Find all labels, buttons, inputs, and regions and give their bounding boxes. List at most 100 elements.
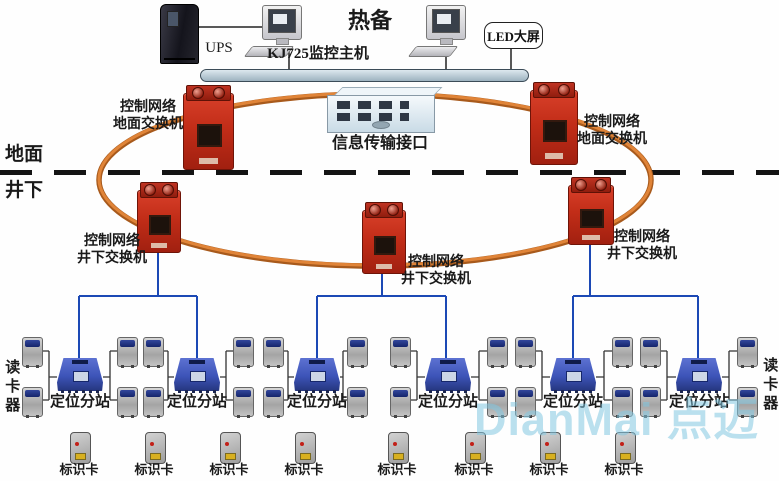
feed-middle-group	[316, 272, 447, 360]
card-reader	[263, 387, 284, 418]
ups-label: UPS	[205, 40, 233, 56]
id-card-label: 标识卡	[529, 462, 569, 477]
substation-feet	[553, 390, 593, 393]
id-card-label: 标识卡	[134, 462, 174, 477]
switch-nameplate	[582, 235, 600, 240]
card-reader	[117, 387, 138, 418]
interface-ports-row	[337, 101, 409, 109]
substation-slot	[308, 359, 326, 364]
card-reader	[612, 387, 633, 418]
id-card	[220, 432, 241, 464]
feed-left-group	[78, 250, 198, 360]
interface-vent	[372, 121, 390, 129]
interface-ports-row	[337, 113, 409, 121]
card-reader	[263, 337, 284, 368]
card-reader	[347, 337, 368, 368]
positioning-substation-1	[57, 358, 103, 393]
positioning-substation-4	[425, 358, 471, 393]
substation-feet	[60, 390, 100, 393]
cable-glands	[570, 177, 612, 193]
id-card-label: 标识卡	[604, 462, 644, 477]
monitor	[426, 5, 466, 40]
label-line2: 地面交换机	[577, 132, 647, 148]
switch-nameplate	[375, 263, 393, 269]
card-reader	[143, 337, 164, 368]
surface-switch-left	[183, 85, 234, 170]
id-card-label: 标识卡	[59, 462, 99, 477]
switch-display	[373, 235, 397, 256]
id-card	[295, 432, 316, 464]
label-line2: 井下交换机	[77, 251, 147, 267]
underground-switch-middle	[362, 202, 406, 274]
substation-label: 定位分站	[668, 394, 729, 410]
reader-bracket	[41, 350, 57, 401]
monitor	[262, 5, 302, 40]
info-interface-label: 信息传输接口	[331, 135, 428, 152]
card-reader	[487, 337, 508, 368]
card-reader	[640, 387, 661, 418]
underground-switch-right	[568, 177, 614, 245]
substation-slot	[439, 359, 457, 364]
substation-feet	[177, 390, 217, 393]
card-reader	[515, 337, 536, 368]
host-label: KJ725监控主机	[267, 46, 369, 62]
monitor-stand	[440, 38, 453, 45]
underground-network-cables	[78, 242, 699, 360]
card-reader	[487, 387, 508, 418]
cable-glands	[139, 182, 179, 198]
card-reader	[233, 387, 254, 418]
monitor-stand	[276, 38, 289, 45]
substation-screen	[73, 370, 89, 383]
substation-slot	[564, 359, 582, 364]
switch-display	[542, 120, 568, 143]
monitor-screen	[432, 9, 460, 33]
id-card-label: 标识卡	[377, 462, 417, 477]
reader-bracket	[471, 350, 487, 401]
led-screen-label: LED大屏	[487, 29, 540, 44]
card-reader	[612, 337, 633, 368]
id-card	[465, 432, 486, 464]
id-card	[70, 432, 91, 464]
reader-bracket	[722, 350, 737, 401]
switch-display	[580, 209, 604, 228]
substation-slot	[71, 359, 89, 364]
monitor-screen	[268, 9, 296, 33]
substation-feet	[297, 390, 337, 393]
card-reader	[347, 387, 368, 418]
monitoring-host-computer	[243, 5, 306, 61]
substation-label: 定位分站	[49, 394, 110, 410]
cable-glands	[185, 85, 232, 101]
id-card	[615, 432, 636, 464]
reader-bracket	[659, 350, 676, 401]
reader-bracket	[103, 350, 117, 401]
label-line1: 控制网络	[584, 115, 640, 130]
card-reader	[640, 337, 661, 368]
cable-glands	[364, 202, 404, 218]
label-line2: 地面交换机	[113, 117, 183, 133]
card-reader	[117, 337, 138, 368]
info-transmission-interface	[327, 87, 443, 133]
substation-feet	[679, 390, 719, 393]
reader-bracket	[340, 350, 347, 401]
ups-tower	[160, 4, 199, 64]
card-reader	[515, 387, 536, 418]
surface-zone-label: 地面	[5, 144, 44, 165]
switch-display	[196, 124, 223, 147]
label-line1: 控制网络	[120, 100, 176, 115]
id-card	[540, 432, 561, 464]
label-line2: 井下交换机	[401, 272, 471, 288]
substation-screen	[310, 370, 326, 383]
card-reader	[390, 387, 411, 418]
switch-nameplate	[544, 153, 564, 159]
switch-display	[148, 215, 172, 235]
card-reader	[737, 337, 758, 368]
underground-zone-label: 井下	[5, 180, 44, 201]
substation-label: 定位分站	[166, 394, 227, 410]
reader-bracket	[534, 350, 550, 401]
card-reader	[390, 337, 411, 368]
substation-slot	[690, 359, 708, 364]
led-screen-box: LED大屏	[484, 22, 543, 49]
watermark: DianMai 点迈	[474, 394, 760, 445]
card-reader-side-label-right: 读卡器	[761, 356, 778, 414]
